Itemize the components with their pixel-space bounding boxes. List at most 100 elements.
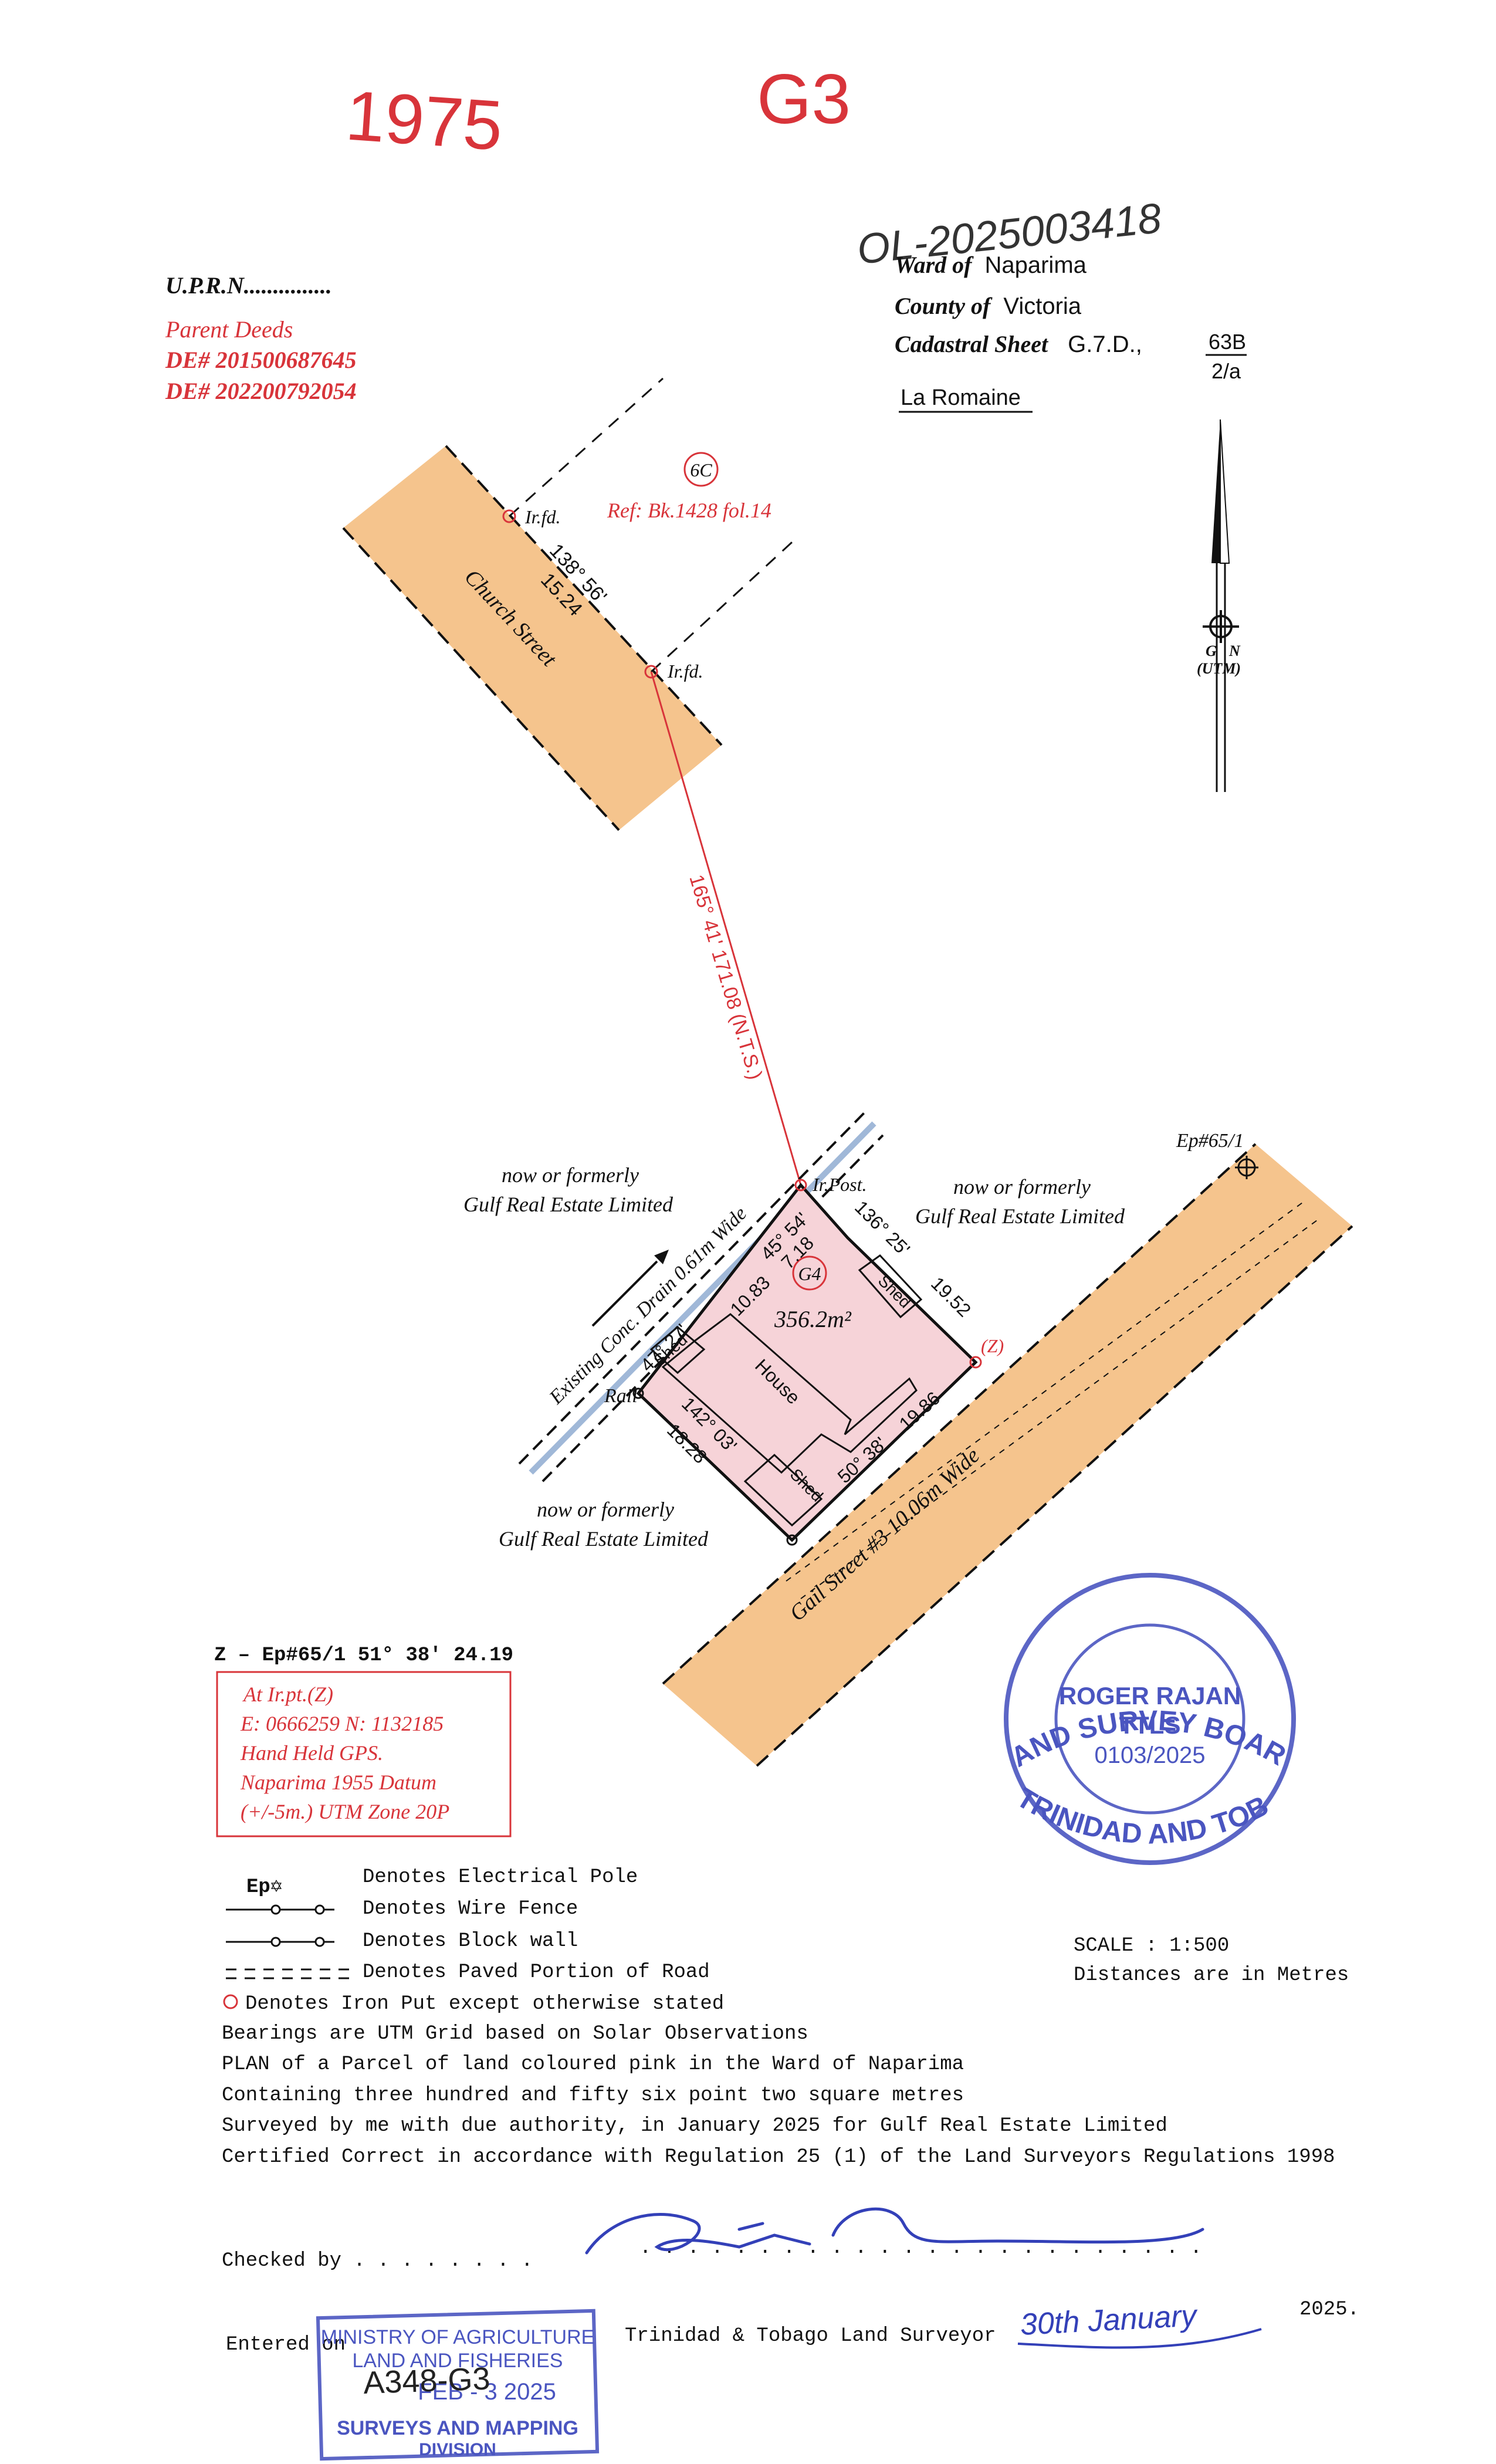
sheet-label: Cadastral Sheet [895, 331, 1049, 357]
uprn-label: U.P.R.N............... [165, 272, 332, 299]
gps-coords: E: 0666259 N: 1132185 [240, 1712, 444, 1735]
corner-marker-west [632, 1387, 644, 1399]
corner-marker-south [786, 1534, 798, 1546]
legend-iron-put: Denotes Iron Put except otherwise stated [245, 1993, 724, 2015]
checked-by: Checked by . . . . . . . . [222, 2250, 533, 2272]
gps-method: Hand Held GPS. [240, 1741, 383, 1765]
iron-found-2-marker [644, 665, 658, 679]
iron-found-2: Ir.fd. [667, 661, 703, 682]
sheet-numerator: 63B [1209, 330, 1246, 354]
iron-found-1-marker [502, 509, 516, 523]
electrical-pole-icon [1235, 1156, 1258, 1179]
date-handwritten: 30th January [1020, 2299, 1199, 2342]
church-street-road [342, 445, 723, 831]
neighbour-1-name: Gulf Real Estate Limited [463, 1193, 673, 1216]
north-n-label: N [1228, 642, 1241, 659]
iron-post-label: Ir.Post. [812, 1174, 867, 1195]
parent-deeds-label: Parent Deeds [165, 316, 293, 343]
surveyor-title: Trinidad & Tobago Land Surveyor [625, 2325, 996, 2347]
gps-box [216, 1671, 512, 1837]
north-g-label: G [1206, 642, 1217, 659]
tie-line-label: 165° 41' 171.08 (N.T.S.) [685, 872, 766, 1082]
legend-ep-symbol: Ep✡ [246, 1876, 282, 1898]
legend-wire-fence-symbol [226, 1904, 334, 1915]
surveyor-signature [585, 2207, 1204, 2255]
north-utm-label: (UTM) [1197, 660, 1241, 677]
neighbour-2-name: Gulf Real Estate Limited [915, 1204, 1125, 1228]
cert-regulation: Certified Correct in accordance with Reg… [222, 2146, 1335, 2168]
stamp-number: 0103/2025 [1094, 1742, 1205, 1768]
ministry-stamp-line-1: MINISTRY OF AGRICULTURE [321, 2326, 595, 2348]
ministry-stamp-line-4: SURVEYS AND MAPPING [337, 2417, 578, 2439]
legend-electrical-pole: Denotes Electrical Pole [363, 1866, 638, 1888]
neighbour-1-now-formerly: now or formerly [502, 1163, 639, 1187]
deed-1: DE# 201500687645 [165, 347, 357, 373]
stamp-title: TTLS [1119, 1711, 1181, 1739]
side-19-52: 19.52 [927, 1272, 975, 1321]
parcel-6c-circle [683, 452, 719, 487]
gps-datum: Naparima 1955 Datum [240, 1771, 436, 1794]
parcel-6c-ref: Ref: Bk.1428 fol.14 [607, 499, 771, 522]
iron-found-1: Ir.fd. [524, 506, 560, 527]
parcel-g4-label: G4 [798, 1263, 821, 1284]
gps-z-line: Z – Ep#65/1 51° 38' 24.19 [214, 1644, 513, 1667]
legend-paved-road-symbol [226, 1968, 349, 1979]
land-survey-board-stamp [1004, 1573, 1296, 1865]
signature-dots: . . . . . . . . . . . . . . . . . . . . … [639, 2237, 1202, 2259]
sheet-denominator: 2/a [1211, 359, 1241, 383]
point-z-label: (Z) [981, 1335, 1004, 1356]
entered-on: Entered on [226, 2334, 346, 2356]
date-underline [1017, 2328, 1262, 2349]
north-arrow [1203, 419, 1239, 792]
legend-block-wall: Denotes Block wall [363, 1930, 578, 1952]
neighbour-2-now-formerly: now or formerly [953, 1175, 1091, 1199]
tie-line [650, 671, 802, 1186]
county-label: County of [895, 293, 993, 319]
county-line: County of Victoria [895, 293, 1082, 319]
iron-post-marker [794, 1179, 807, 1192]
ministry-stamp-line-5: DIVISION [419, 2440, 496, 2459]
sheet-prefix: G.7.D., [1068, 331, 1142, 357]
locality: La Romaine [901, 385, 1021, 410]
drain-flow-arrow [591, 1250, 669, 1327]
gail-street-road [662, 1143, 1353, 1767]
ward-line: Ward of Naparima [895, 252, 1087, 278]
deed-2: DE# 202200792054 [165, 378, 357, 404]
parcel-g4 [636, 1183, 978, 1542]
building-outlines [649, 1254, 923, 1527]
stamp-name: ROGER RAJAN [1059, 1682, 1241, 1710]
ministry-stamp [316, 2309, 600, 2461]
legend-block-wall-symbol [226, 1937, 334, 1947]
cert-surveyed: Surveyed by me with due authority, in Ja… [222, 2115, 1167, 2137]
ward-value: Naparima [984, 252, 1087, 278]
electrical-pole-label: Ep#65/1 [1176, 1130, 1244, 1152]
parcel-g4-area: 356.2m² [774, 1306, 852, 1332]
legend-iron-put-icon [223, 1994, 238, 2009]
neighbour-3-name: Gulf Real Estate Limited [499, 1527, 709, 1551]
legend-wire-fence: Denotes Wire Fence [363, 1898, 578, 1920]
cert-plan: PLAN of a Parcel of land coloured pink i… [222, 2053, 964, 2076]
year: 2025. [1299, 2299, 1359, 2321]
scale-units: Distances are in Metres [1074, 1964, 1349, 1986]
gps-at: At Ir.pt.(Z) [242, 1683, 333, 1706]
ministry-stamp-line-2: LAND AND FISHERIES [353, 2350, 563, 2372]
ministry-stamp-line-3: FEB - 3 2025 [418, 2379, 556, 2405]
iron-put-z-marker [969, 1356, 982, 1369]
county-value: Victoria [1003, 293, 1081, 319]
scale-label: SCALE : 1:500 [1074, 1935, 1229, 1957]
rail-label: Rail [604, 1385, 638, 1407]
cert-area: Containing three hundred and fifty six p… [222, 2084, 964, 2107]
legend-paved-road: Denotes Paved Portion of Road [363, 1961, 710, 1984]
sheet-line: Cadastral Sheet G.7.D., [895, 331, 1142, 357]
parcel-g4-circle [792, 1255, 827, 1291]
parcel-6c-label: 6C [690, 459, 712, 480]
ministry-stamp-handwritten: A348-G3 [363, 2361, 490, 2401]
header-number-right: G3 [757, 60, 851, 138]
parcel-6c-boundary [508, 377, 799, 673]
neighbour-3-now-formerly: now or formerly [537, 1498, 674, 1521]
cert-bearings: Bearings are UTM Grid based on Solar Obs… [222, 2023, 808, 2045]
gps-zone: (+/-5m.) UTM Zone 20P [241, 1800, 449, 1823]
header-number-left: 1975 [343, 76, 505, 165]
ward-label: Ward of [895, 252, 974, 278]
